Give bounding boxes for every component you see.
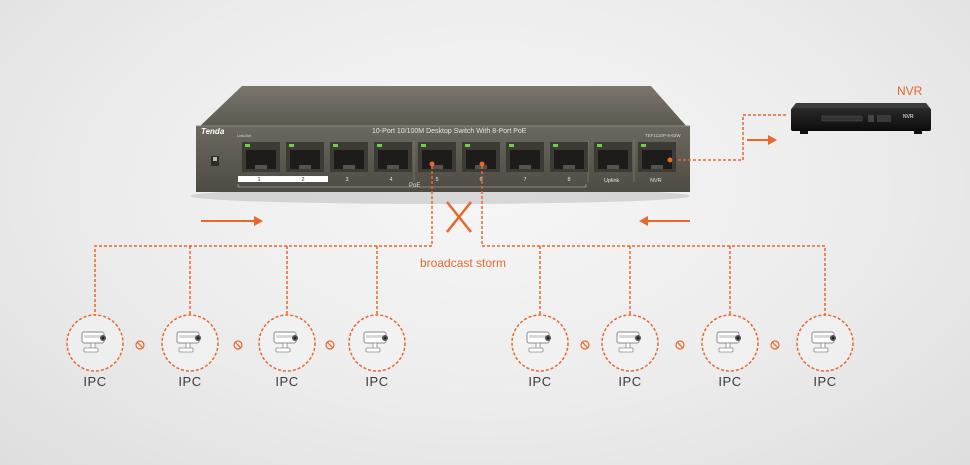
switch-title: 10-Port 10/100M Desktop Switch With 8-Po… <box>372 128 527 135</box>
ip-camera-icon <box>258 314 316 372</box>
port-number: 4 <box>389 177 393 183</box>
ip-camera-icon <box>511 314 569 372</box>
ipc-label: IPC <box>365 374 389 389</box>
port-label-strip <box>238 176 328 182</box>
ipc-label: IPC <box>813 374 837 389</box>
port-number: 2 <box>301 177 305 183</box>
rj45-port <box>506 142 544 172</box>
prohibited-icon <box>325 340 335 350</box>
rj45-port <box>462 142 500 172</box>
nvr-port <box>638 142 676 172</box>
port-number: 5 <box>435 177 439 183</box>
nvr-connection-line <box>678 114 788 161</box>
rj45-port <box>374 142 412 172</box>
ip-camera-icon <box>796 314 854 372</box>
prohibited-icon <box>675 340 685 350</box>
cable-connector <box>479 161 485 167</box>
broadcast-storm-label: broadcast storm <box>420 256 507 270</box>
uplink-port <box>594 142 632 172</box>
arrow-left-icon <box>639 216 690 226</box>
rj45-port <box>242 142 280 172</box>
right-cable-tree <box>481 166 826 315</box>
rj45-port <box>550 142 588 172</box>
nvr-device-top <box>792 103 930 108</box>
arrow-right-icon <box>201 216 263 226</box>
port-number: 3 <box>345 177 349 183</box>
ip-camera-icon <box>348 314 406 372</box>
nvr-device-text: NVR <box>903 114 914 120</box>
rj45-port <box>330 142 368 172</box>
switch-top-face <box>198 86 688 128</box>
ipc-label: IPC <box>718 374 742 389</box>
ip-camera-icon <box>701 314 759 372</box>
port-number: 7 <box>523 177 527 183</box>
port-number: 6 <box>479 177 483 183</box>
switch-brand-logo: Tenda <box>201 127 225 136</box>
ip-camera-icon <box>601 314 659 372</box>
ipc-label: IPC <box>83 374 107 389</box>
ipc-label: IPC <box>618 374 642 389</box>
ip-camera-icon <box>161 314 219 372</box>
broadcast-storm-x-icon <box>446 201 472 233</box>
rj45-port <box>418 142 456 172</box>
ipc-label: IPC <box>528 374 552 389</box>
link-act-label: Link/Act <box>237 133 252 138</box>
prohibited-icon <box>770 340 780 350</box>
prohibited-icon <box>233 340 243 350</box>
port-number: 8 <box>567 177 571 183</box>
port-number: 1 <box>257 177 261 183</box>
poe-label: PoE <box>409 183 421 189</box>
rj45-port <box>286 142 324 172</box>
cable-connector <box>429 161 435 167</box>
ip-camera-icon <box>66 314 124 372</box>
prohibited-icon <box>135 340 145 350</box>
nvr-port-label: NVR <box>650 178 662 184</box>
uplink-port-label: Uplink <box>604 178 620 184</box>
switch-model: TEF1110P-8-63W <box>645 133 681 138</box>
nvr-label: NVR <box>897 84 923 98</box>
ipc-label: IPC <box>178 374 202 389</box>
arrow-right-icon <box>747 135 777 145</box>
ipc-label: IPC <box>275 374 299 389</box>
prohibited-icon <box>580 340 590 350</box>
cable-connector <box>667 157 673 163</box>
